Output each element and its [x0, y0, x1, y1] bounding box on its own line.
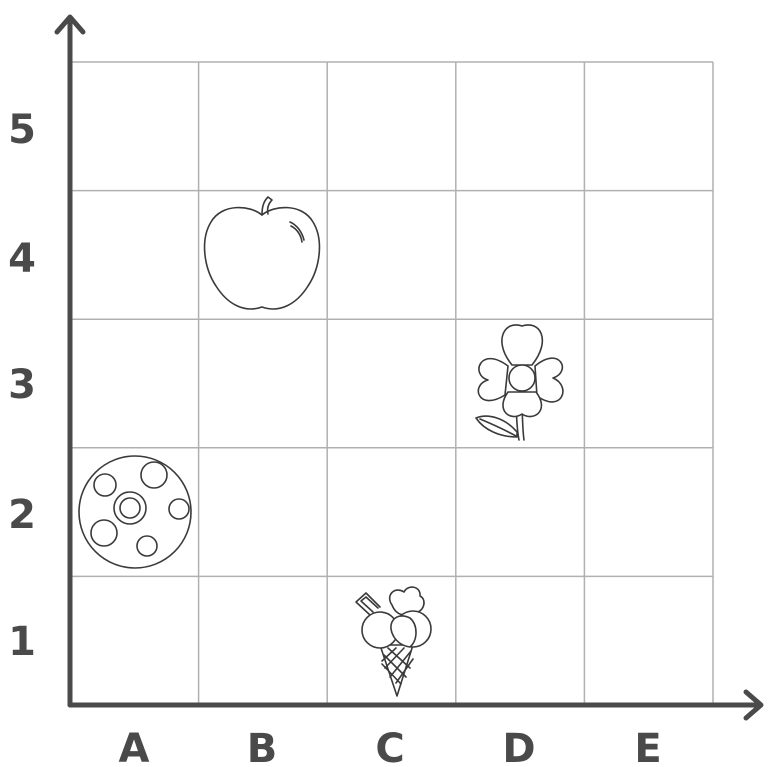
row-labels: 1 2 3 4 5	[8, 107, 36, 665]
y-axis-arrow	[54, 14, 86, 35]
flower-icon	[475, 324, 564, 441]
ice-cream-icon	[355, 586, 432, 697]
column-label-c: C	[375, 726, 404, 767]
axes	[54, 14, 764, 721]
column-label-a: A	[119, 726, 150, 767]
column-label-d: D	[502, 726, 535, 767]
column-label-e: E	[634, 726, 661, 767]
row-label-2: 2	[8, 492, 36, 538]
cookie-icon	[78, 455, 192, 569]
row-label-1: 1	[8, 619, 36, 665]
row-label-4: 4	[8, 236, 36, 282]
row-label-3: 3	[8, 362, 36, 408]
column-label-b: B	[247, 726, 278, 767]
column-labels: A B C D E	[119, 726, 662, 767]
row-label-5: 5	[8, 107, 36, 153]
apple-icon	[203, 196, 321, 310]
grid-lines	[69, 61, 714, 706]
x-axis-arrow	[743, 689, 764, 721]
